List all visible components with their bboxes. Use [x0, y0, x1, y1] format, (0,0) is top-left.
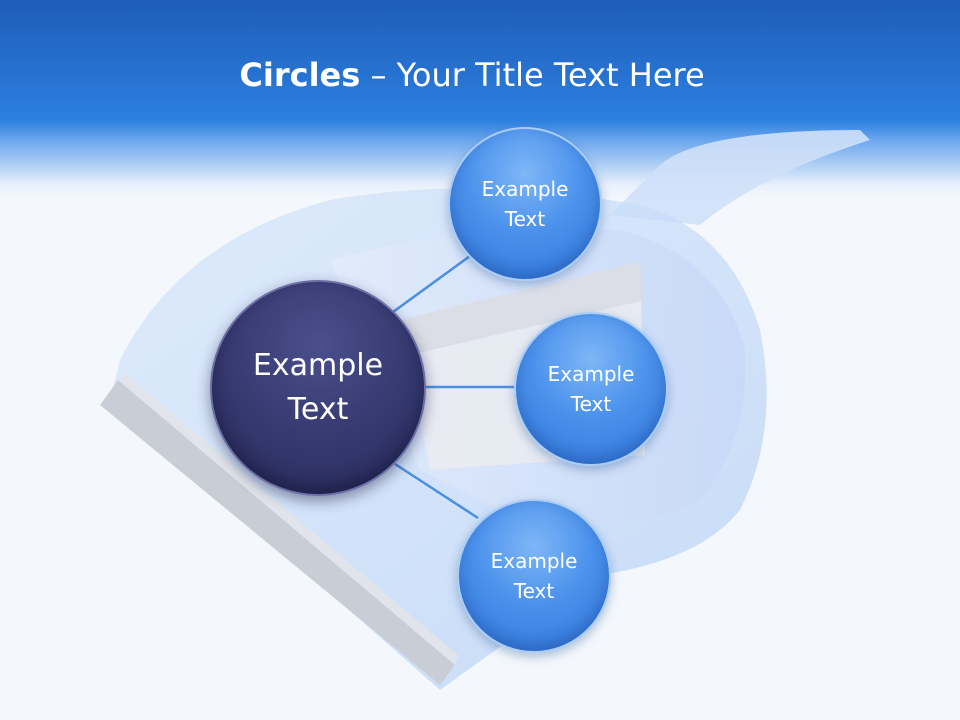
title-rest: – Your Title Text Here: [360, 56, 705, 94]
center-circle-line1: Example: [252, 348, 384, 383]
node-top-line2: Text: [504, 207, 546, 231]
center-circle-line2: Text: [287, 392, 349, 427]
node-bottom-line1: Example: [490, 549, 578, 573]
connector-bottom: [394, 462, 479, 520]
node-circle-middle: Example Text: [514, 312, 668, 466]
title-bold: Circles: [239, 56, 361, 94]
connector-top: [392, 254, 471, 314]
node-middle-line2: Text: [570, 392, 612, 416]
node-top-line1: Example: [481, 177, 569, 201]
slide-title: Circles – Your Title Text Here: [0, 52, 944, 98]
node-middle-line1: Example: [547, 362, 635, 386]
node-circle-bottom: Example Text: [457, 499, 611, 653]
node-bottom-line2: Text: [513, 579, 555, 603]
node-circle-top: Example Text: [448, 127, 602, 281]
center-circle: Example Text: [210, 280, 426, 496]
